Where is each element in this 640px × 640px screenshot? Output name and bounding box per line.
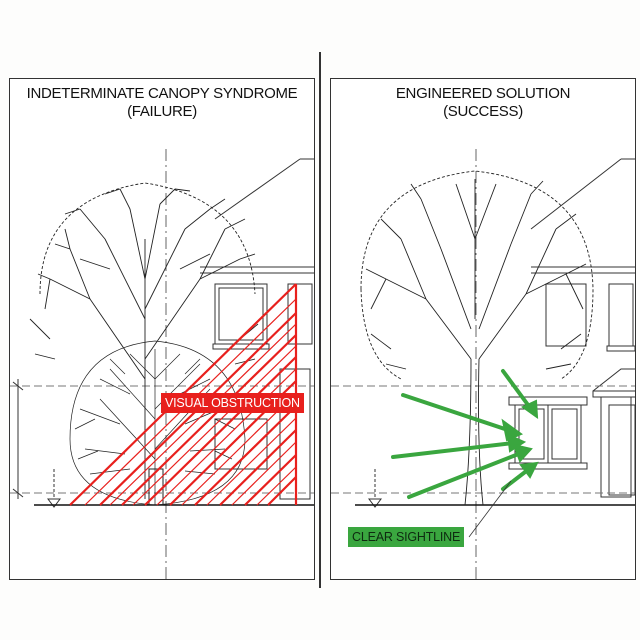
success-title-line2: (SUCCESS) bbox=[443, 103, 523, 120]
pruned-tree-icon bbox=[360, 170, 594, 506]
failure-panel: INDETERMINATE CANOPY SYNDROME (FAILURE) bbox=[9, 78, 315, 580]
failure-title: INDETERMINATE CANOPY SYNDROME (FAILURE) bbox=[10, 85, 314, 121]
failure-elevation-drawing bbox=[10, 149, 314, 579]
center-divider bbox=[319, 52, 321, 588]
visual-obstruction-label: VISUAL OBSTRUCTION bbox=[161, 393, 304, 413]
house-facade-icon bbox=[200, 158, 314, 500]
success-panel: ENGINEERED SOLUTION (SUCCESS) bbox=[330, 78, 636, 580]
success-elevation-drawing bbox=[331, 149, 635, 579]
failure-title-line1: INDETERMINATE CANOPY SYNDROME bbox=[26, 85, 298, 102]
house-facade-icon bbox=[508, 158, 635, 498]
success-title: ENGINEERED SOLUTION (SUCCESS) bbox=[331, 85, 635, 121]
success-title-line1: ENGINEERED SOLUTION bbox=[395, 85, 571, 102]
large-canopy-icon bbox=[29, 182, 259, 499]
dense-shrub-icon bbox=[69, 340, 246, 506]
sightline-arrows bbox=[391, 369, 539, 499]
failure-title-line2: (FAILURE) bbox=[127, 103, 197, 120]
clear-sightline-label: CLEAR SIGHTLINE bbox=[348, 527, 465, 547]
